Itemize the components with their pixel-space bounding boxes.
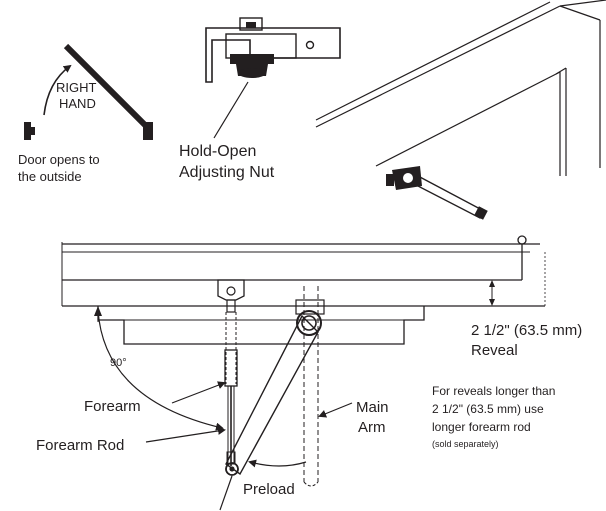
door-opens-note-line2: the outside xyxy=(18,169,82,184)
closer-arm-perspective xyxy=(386,166,488,220)
header-pin xyxy=(517,235,527,245)
nut-cap xyxy=(246,22,256,28)
nut-top xyxy=(239,17,263,31)
nut-face xyxy=(238,68,266,78)
reveal-note-line1: For reveals longer than xyxy=(432,384,555,398)
main-arm-label-line2: Arm xyxy=(358,419,386,436)
ninety-degree-label: 90° xyxy=(110,357,127,369)
closer-spindle xyxy=(296,310,322,336)
swing-arrow xyxy=(43,64,72,116)
door-opens-note-line1: Door opens to xyxy=(18,152,100,167)
header-frame xyxy=(61,235,546,307)
forearm-rod-leader xyxy=(145,426,226,443)
bracket-hole xyxy=(305,40,315,50)
hold-open-leader xyxy=(213,81,249,139)
forearm-rod-label: Forearm Rod xyxy=(36,437,124,454)
reveal-label-line1: 2 1/2" (63.5 mm) xyxy=(471,322,582,339)
annotation-leaders xyxy=(94,306,353,511)
handing-title-line1: RIGHT xyxy=(56,80,97,95)
main-arm xyxy=(225,314,319,476)
main-arm-assembly xyxy=(225,286,325,487)
hold-open-label-line2: Adjusting Nut xyxy=(179,164,275,181)
door-centerline xyxy=(219,475,233,511)
main-arm-label-line1: Main xyxy=(356,399,389,416)
strike-jamb-block xyxy=(24,122,31,140)
ninety-degree-arc xyxy=(97,309,224,431)
preload-label: Preload xyxy=(243,481,295,498)
door-section xyxy=(97,306,425,345)
nut-shoulder xyxy=(230,54,274,64)
forearm-leader xyxy=(171,381,226,404)
strike-jamb-stop xyxy=(30,127,35,135)
hinge-jamb-block xyxy=(143,122,153,140)
right-hand-door-illustration xyxy=(24,43,153,140)
forearm-rod-sleeve xyxy=(224,349,238,387)
reveal-note-line2: 2 1/2" (63.5 mm) use xyxy=(432,402,544,416)
hold-open-label-line1: Hold-Open xyxy=(179,143,256,160)
handing-title-line2: HAND xyxy=(59,96,96,111)
frame-perspective xyxy=(315,0,606,176)
preload-arc xyxy=(248,459,307,468)
reveal-label-line2: Reveal xyxy=(471,342,518,359)
reveal-note-line4: (sold separately) xyxy=(432,439,499,449)
hold-open-nut-detail xyxy=(205,17,341,139)
main-arm-leader xyxy=(318,402,353,418)
door-leaf xyxy=(63,43,151,131)
reveal-note-line3: longer forearm rod xyxy=(432,420,531,434)
forearm-assembly xyxy=(217,279,245,476)
forearm-label: Forearm xyxy=(84,398,141,415)
